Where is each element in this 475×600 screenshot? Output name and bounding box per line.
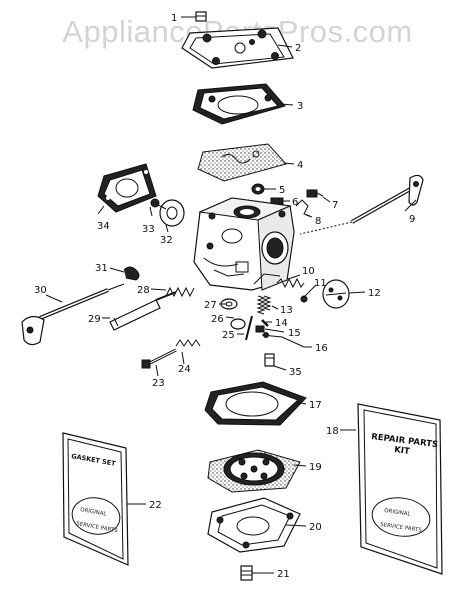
callout-1: 1 (171, 13, 177, 24)
part-7-screw[interactable] (306, 189, 324, 198)
repair-kit-title-line2: KIT (394, 445, 411, 457)
callout-22: 22 (149, 500, 162, 511)
callout-13: 13 (280, 305, 293, 316)
part-11-plug[interactable] (300, 295, 308, 303)
part-21-screw[interactable] (240, 565, 253, 581)
part-4-diaphragm[interactable] (197, 143, 287, 182)
callout-6: 6 (292, 197, 298, 208)
callout-28: 28 (137, 285, 150, 296)
callout-31: 31 (95, 263, 108, 274)
part-17-gasket[interactable] (204, 381, 307, 426)
callout-30: 30 (34, 285, 47, 296)
callout-11: 11 (314, 278, 327, 289)
callout-18: 18 (326, 426, 339, 437)
callout-labels: 1 2 3 4 5 6 7 8 9 10 11 12 13 14 15 16 1… (34, 13, 415, 580)
callout-10: 10 (302, 266, 315, 277)
callout-14: 14 (275, 318, 288, 329)
repair-kit-stamp-line1: ORIGINAL (384, 508, 412, 518)
leader-lines (45, 16, 417, 574)
part-34-gasket[interactable] (97, 163, 157, 213)
part-23-screw[interactable] (141, 348, 177, 369)
callout-3: 3 (297, 101, 303, 112)
part-10-spring[interactable] (276, 277, 305, 289)
part-30-choke-shaft[interactable] (21, 283, 125, 346)
callout-9: 9 (409, 214, 415, 225)
callout-2: 2 (295, 43, 301, 54)
part-16-lever[interactable] (261, 332, 305, 348)
part-25-needle[interactable] (245, 315, 253, 341)
callout-8: 8 (315, 216, 321, 227)
part-20-cover[interactable] (207, 497, 301, 553)
callout-34: 34 (97, 221, 110, 232)
part-26-plug[interactable] (230, 318, 246, 330)
callout-12: 12 (368, 288, 381, 299)
part-12-choke-plate[interactable] (322, 279, 350, 309)
callout-17: 17 (309, 400, 322, 411)
callout-27: 27 (204, 300, 217, 311)
callout-16: 16 (315, 343, 328, 354)
callout-21: 21 (277, 569, 290, 580)
gasket-set-card[interactable]: GASKET SET ORIGINAL SERVICE PARTS (62, 432, 129, 566)
part-35-screw[interactable] (264, 353, 275, 367)
part-24-spring[interactable] (175, 339, 201, 347)
callout-33: 33 (142, 224, 155, 235)
repair-parts-kit-card[interactable]: REPAIR PARTS KIT ORIGINAL SERVICE PARTS (357, 403, 443, 575)
part-1-screw[interactable] (195, 11, 207, 22)
part-29-needle-screw[interactable] (109, 291, 177, 331)
callout-19: 19 (309, 462, 322, 473)
part-14-pin[interactable] (261, 319, 269, 327)
callout-5: 5 (279, 185, 285, 196)
part-15-screw[interactable] (255, 325, 265, 333)
part-carburetor-body[interactable] (193, 197, 295, 291)
part-31-clip[interactable] (123, 266, 140, 281)
callout-25: 25 (222, 330, 235, 341)
part-33-screw[interactable] (150, 198, 167, 210)
callout-24: 24 (178, 364, 191, 375)
part-28-spring[interactable] (165, 286, 195, 298)
callout-20: 20 (309, 522, 322, 533)
part-9-throttle-shaft[interactable] (299, 174, 424, 235)
part-2-pump-cover[interactable] (181, 27, 294, 69)
part-19-diaphragm[interactable] (207, 449, 301, 493)
repair-kit-stamp-line2: SERVICE PARTS (380, 522, 423, 534)
part-13-spring[interactable] (256, 295, 272, 315)
part-8-spring[interactable] (295, 199, 311, 217)
callout-32: 32 (160, 235, 173, 246)
callout-23: 23 (152, 378, 165, 389)
part-5-ring[interactable] (251, 183, 265, 195)
callout-15: 15 (288, 328, 301, 339)
callout-7: 7 (332, 200, 338, 211)
callout-29: 29 (88, 314, 101, 325)
callout-4: 4 (297, 160, 303, 171)
callout-26: 26 (211, 314, 224, 325)
part-3-gasket[interactable] (192, 83, 286, 125)
part-32-cover[interactable] (159, 199, 185, 227)
gasket-set-stamp-line1: ORIGINAL (80, 507, 108, 518)
callout-35: 35 (289, 367, 302, 378)
